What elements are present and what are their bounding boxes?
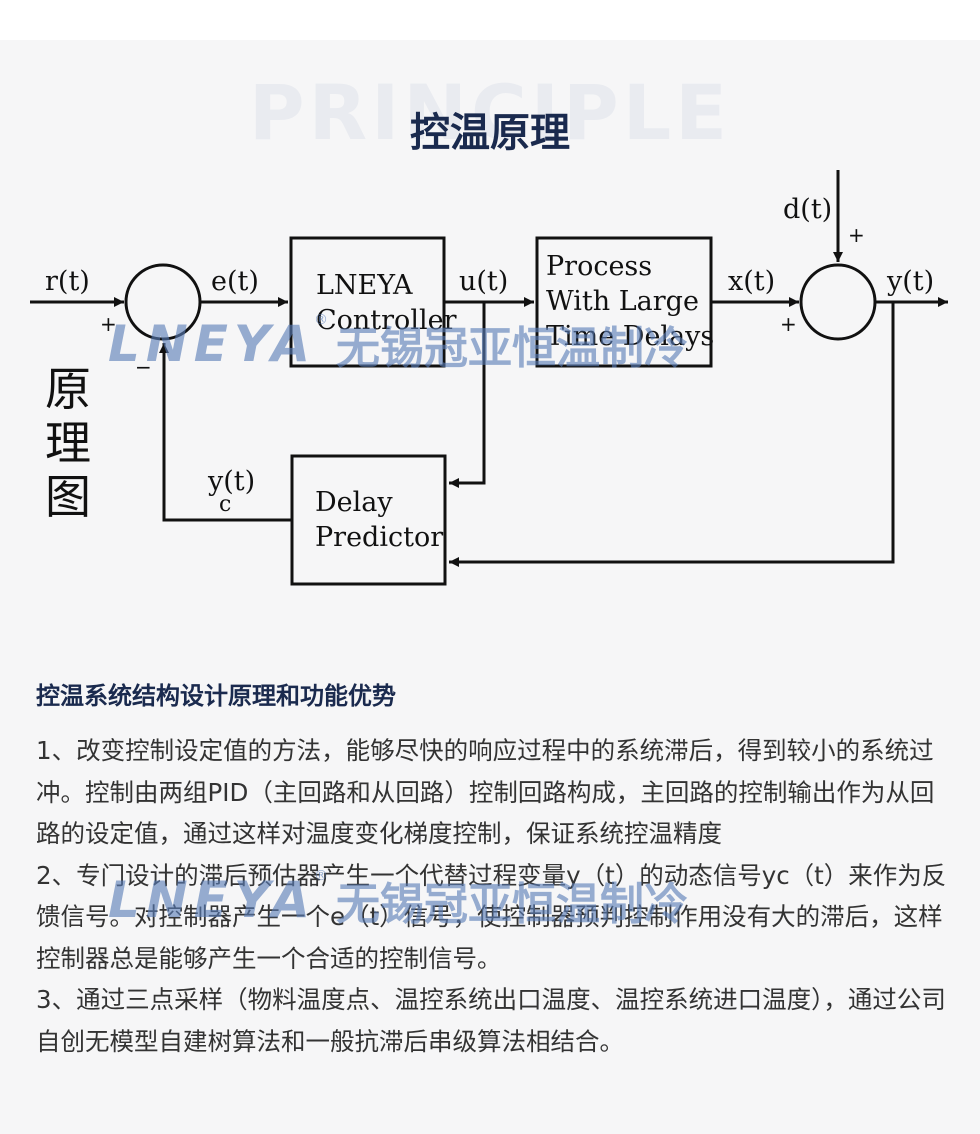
diagram-side-label: 原 理 图 [40,362,96,524]
signal-yc-subscript: c [219,492,231,517]
summing-junction-2 [799,263,877,341]
control-block-diagram: r(t) e(t) u(t) x(t) y(t) d(t) y(t) c + −… [30,170,948,586]
summing-junction-1 [124,263,202,341]
signal-x-label: x(t) [728,266,775,297]
controller-label-line1: LNEYA [316,270,413,301]
paragraph: 3、通过三点采样（物料温度点、温控系统出口温度、温控系统进口温度），通过公司自创… [36,985,946,1056]
sum1-minus-sign: − [135,355,152,379]
process-label-line3: Time Delays [546,321,714,352]
wire-yc-to-sum1 [159,343,292,522]
section-heading: 控温系统结构设计原理和功能优势 [36,682,396,710]
background-title-word: PRINCIPLE [248,68,732,157]
signal-r-label: r(t) [45,266,90,297]
controller-label-line2: Controller [316,305,457,336]
predictor-block [290,454,447,586]
predictor-label-line1: Delay [315,487,393,518]
page-title: 控温原理 [410,110,570,156]
sum1-plus-sign: + [100,312,117,336]
signal-yc-label: y(t) [207,466,255,497]
sum2-plus-left-sign: + [780,312,797,336]
side-label-char-1: 原 [45,362,91,416]
predictor-label-line2: Predictor [315,522,443,553]
side-label-char-3: 图 [45,470,91,524]
paragraph: 2、专门设计的滞后预估器产生一个代替过程变量y（t）的动态信号yc（t）来作为反… [36,860,947,973]
description-body: 1、改变控制设定值的方法，能够尽快的响应过程中的系统滞后，得到较小的系统过冲。控… [36,730,948,1062]
process-label-line1: Process [546,251,652,282]
controller-block [289,236,446,368]
process-label-line2: With Large [546,286,699,317]
side-label-char-2: 理 [45,416,91,470]
wire-u-to-predictor [449,302,486,488]
signal-e-label: e(t) [211,266,259,297]
signal-y-label: y(t) [886,266,934,297]
wire-y-to-predictor [449,302,895,567]
sum2-plus-top-sign: + [848,223,865,247]
signal-d-label: d(t) [783,194,832,225]
paragraph: 1、改变控制设定值的方法，能够尽快的响应过程中的系统滞后，得到较小的系统过冲。控… [36,736,935,848]
signal-u-label: u(t) [459,266,508,297]
content-card [0,40,980,1134]
